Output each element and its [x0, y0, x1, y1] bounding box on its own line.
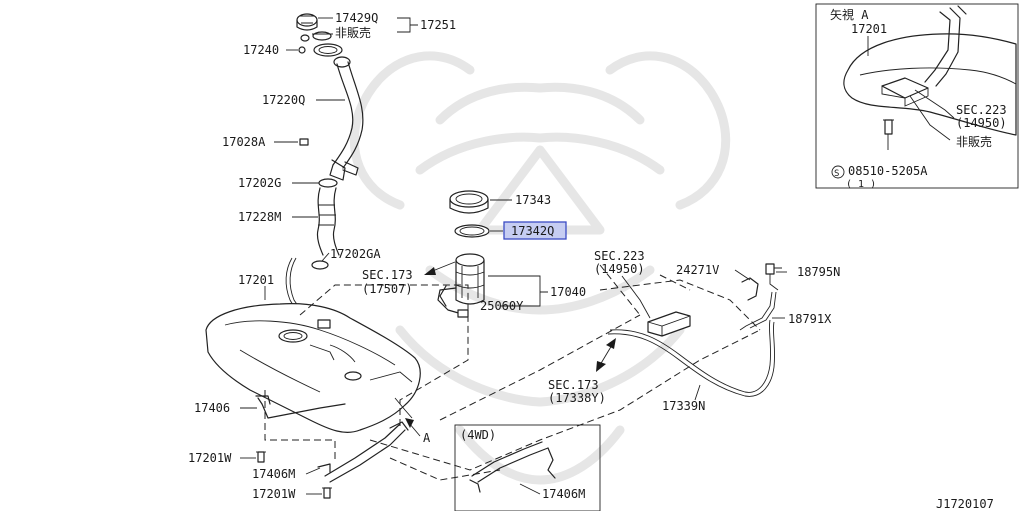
filler-neck-17220Q[interactable] [329, 56, 364, 181]
tank-strap-17406M[interactable] [317, 421, 409, 483]
inset-bolt[interactable] [884, 119, 893, 135]
filler-cap-gasket[interactable] [300, 31, 332, 42]
label-17406M-4wd[interactable]: 17406M [542, 487, 585, 501]
inset-s-symbol: S [834, 169, 839, 179]
label-17201W-a[interactable]: 17201W [188, 451, 232, 465]
inset-label-17201[interactable]: 17201 [851, 22, 887, 36]
leader-lines [240, 17, 787, 495]
label-17251[interactable]: 17251 [420, 18, 456, 32]
label-17339N[interactable]: 17339N [662, 399, 705, 413]
fuel-pump-assembly-17040[interactable] [437, 253, 485, 318]
label-17343[interactable]: 17343 [515, 193, 551, 207]
diagram-id: J1720107 [936, 497, 994, 511]
label-view-a: A [423, 431, 431, 445]
inset-bolt-qty: ( 1 ) [846, 179, 876, 190]
strap-bolt-17201W-a[interactable] [256, 451, 266, 463]
inset-title: 矢視 A [830, 7, 869, 22]
label-17429Q[interactable]: 17429Q [335, 11, 378, 25]
label-17202GA[interactable]: 17202GA [330, 247, 381, 261]
label-17028A[interactable]: 17028A [222, 135, 266, 149]
label-17406M[interactable]: 17406M [252, 467, 295, 481]
part-labels: 17429Q 17251 非販売 17240 17220Q 17028A 172… [188, 11, 994, 511]
label-not-for-sale-top: 非販売 [335, 25, 371, 40]
label-17202G[interactable]: 17202G [238, 176, 281, 190]
hose-18791X[interactable] [739, 291, 777, 331]
label-25060Y[interactable]: 25060Y [480, 299, 524, 313]
label-4wd: (4WD) [460, 428, 496, 442]
fuel-tank-17201[interactable] [205, 303, 421, 433]
inset-view-a: 矢視 A 17201 SEC.223 (14950) 非販売 S 08510-5… [815, 3, 1019, 190]
arrow-sec173-17507 [424, 261, 456, 275]
arrow-sec173-17338Y [596, 338, 616, 372]
watermark-emblem [349, 51, 731, 485]
hose-clamp-17202G[interactable] [318, 178, 338, 188]
filler-cap-17251[interactable] [296, 13, 318, 31]
label-sec223-ref: (14950) [594, 262, 645, 276]
label-17228M[interactable]: 17228M [238, 210, 281, 224]
label-sec173-b[interactable]: SEC.173 [548, 378, 599, 392]
valve-24271V[interactable] [741, 277, 759, 301]
label-17342Q[interactable]: 17342Q [511, 224, 554, 238]
label-sec173-a-ref: (17507) [362, 282, 413, 296]
label-18795N[interactable]: 18795N [797, 265, 840, 279]
highlight-17342Q [503, 221, 567, 240]
inset-frame [815, 3, 1019, 189]
filler-hose-17228M[interactable] [316, 187, 340, 256]
inset-label-sec223-ref: (14950) [956, 116, 1007, 130]
strap-bolt-17201W-b[interactable] [322, 487, 332, 499]
clip-17028A[interactable] [299, 138, 309, 146]
view-arrow-a [405, 418, 421, 437]
label-sec173-b-ref: (17338Y) [548, 391, 606, 405]
inset-label-not-for-sale: 非販売 [956, 134, 992, 149]
label-18791X[interactable]: 18791X [788, 312, 832, 326]
label-sec173-a[interactable]: SEC.173 [362, 268, 413, 282]
label-17201W-b[interactable]: 17201W [252, 487, 296, 501]
label-24271V[interactable]: 24271V [676, 263, 719, 277]
label-17040[interactable]: 17040 [550, 285, 586, 299]
inset-label-sec223[interactable]: SEC.223 [956, 103, 1007, 117]
hose-clamp-17202GA[interactable] [311, 260, 329, 270]
pump-gasket-17342Q[interactable] [454, 224, 490, 238]
filler-ring-17240[interactable] [298, 43, 343, 57]
evap-canister[interactable] [647, 311, 691, 337]
label-17220Q[interactable]: 17220Q [262, 93, 305, 107]
fuel-gauge-sender-25060Y[interactable] [439, 285, 447, 307]
label-sec223[interactable]: SEC.223 [594, 249, 645, 263]
connector-18795N[interactable] [765, 263, 782, 291]
lock-ring-17343[interactable] [449, 190, 489, 214]
label-17201[interactable]: 17201 [238, 273, 274, 287]
tank-strap-17406[interactable] [255, 395, 346, 419]
vent-tube-17339N[interactable] [607, 319, 776, 397]
inset-bolt-part-number[interactable]: 08510-5205A [848, 164, 928, 178]
label-17240[interactable]: 17240 [243, 43, 279, 57]
label-17406[interactable]: 17406 [194, 401, 230, 415]
